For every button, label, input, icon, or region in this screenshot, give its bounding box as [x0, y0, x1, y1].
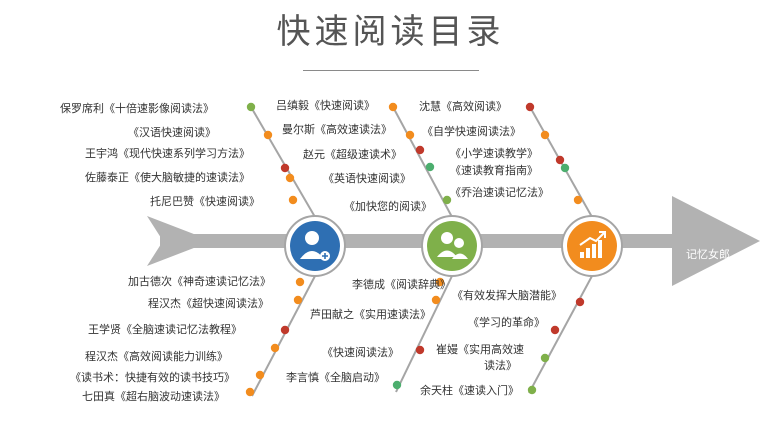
- bone-b3-bottom: [528, 275, 593, 394]
- branch-dot: [270, 343, 280, 353]
- branch-items: 保罗席利《十倍速影像阅读法》《汉语快速阅读》王宇鸿《现代快速系列学习方法》佐藤泰…: [60, 98, 585, 403]
- branch-dot: [431, 295, 441, 305]
- branch-label: 吕缜毅《快速阅读》: [276, 98, 375, 112]
- branch-label: 《英语快速阅读》: [323, 171, 411, 185]
- user-add-icon: [300, 231, 330, 261]
- branch-label: 李言慎《全脑启动》: [286, 370, 385, 384]
- branch-label: 《小学速读教学》: [450, 146, 538, 160]
- branch-label: 程汉杰《高效阅读能力训练》: [85, 349, 228, 363]
- logo-text: 记忆女郎: [686, 247, 730, 261]
- bone-b2-bottom: [395, 275, 453, 393]
- branch-label: 《加快您的阅读》: [344, 199, 432, 213]
- branch-label: 沈慧《高效阅读》: [419, 99, 507, 113]
- branch-label: 《自学快速阅读法》: [422, 124, 521, 138]
- branch-label: 李德成《阅读辞典》: [352, 277, 451, 291]
- branch-dot: [525, 102, 535, 112]
- branch-label: 赵元《超级速读术》: [303, 147, 402, 161]
- branch-dot: [392, 380, 402, 390]
- hub-3: [561, 215, 623, 277]
- branch-dot: [560, 163, 570, 173]
- branch-dot: [245, 387, 255, 397]
- branch-dot: [573, 195, 583, 205]
- branch-label: 《快速阅读法》: [322, 345, 399, 359]
- branch-dot: [285, 173, 295, 183]
- branch-dot: [295, 277, 305, 287]
- branch-dot: [405, 130, 415, 140]
- hub-2: [421, 215, 483, 277]
- branch-label: 加古德次《神奇速读记忆法》: [128, 274, 271, 288]
- branch-dot: [425, 162, 435, 172]
- branch-dot: [280, 163, 290, 173]
- user-group-icon: [437, 232, 468, 259]
- bar-chart-icon: [579, 231, 606, 258]
- title-underline: [303, 70, 479, 71]
- page-title: 快速阅读目录: [276, 12, 505, 52]
- branch-dot: [540, 353, 550, 363]
- branch-dot: [575, 297, 585, 307]
- branch-label: 读法》: [484, 358, 517, 372]
- branch-label: 余天柱《速读入门》: [420, 383, 519, 397]
- branch-label: 《学习的革命》: [468, 315, 545, 329]
- branch-dot: [255, 370, 265, 380]
- branch-dot: [288, 195, 298, 205]
- bone-b1-top: [250, 106, 316, 218]
- branch-label: 七田真《超右脑波动速读法》: [82, 389, 225, 403]
- branch-dot: [293, 295, 303, 305]
- bone-b2-top: [392, 106, 453, 218]
- branch-label: 《读书术：快捷有效的读书技巧》: [70, 370, 235, 384]
- branch-label: 《速读教育指南》: [450, 163, 538, 177]
- branch-dot: [540, 130, 550, 140]
- branch-dot: [415, 345, 425, 355]
- branch-label: 托尼巴赞《快速阅读》: [150, 194, 260, 208]
- branch-label: 王宇鸿《现代快速系列学习方法》: [85, 146, 250, 160]
- branch-label: 《有效发挥大脑潜能》: [452, 288, 562, 302]
- branch-dot: [442, 195, 452, 205]
- branch-label: 芦田献之《实用速读法》: [310, 307, 431, 321]
- branch-dot: [263, 130, 273, 140]
- branch-label: 佐藤泰正《使大脑敏捷的速读法》: [85, 170, 250, 184]
- branch-dot: [555, 155, 565, 165]
- branch-label: 保罗席利《十倍速影像阅读法》: [60, 101, 214, 115]
- branch-dot: [415, 145, 425, 155]
- branch-label: 崔嫚《实用高效速: [436, 342, 524, 356]
- hub-1: [284, 215, 346, 277]
- spine-head-arrow: [672, 196, 760, 286]
- branch-label: 《汉语快速阅读》: [128, 125, 216, 139]
- branch-dot: [246, 102, 256, 112]
- branch-label: 《乔治速读记忆法》: [450, 185, 549, 199]
- branch-label: 曼尔斯《高效速读法》: [282, 122, 392, 136]
- branch-dot: [527, 385, 537, 395]
- branch-dot: [435, 277, 445, 287]
- branch-dot: [388, 102, 398, 112]
- branch-label: 程汉杰《超快速阅读法》: [148, 296, 269, 310]
- branch-dot: [280, 325, 290, 335]
- branch-dot: [550, 325, 560, 335]
- branch-label: 王学贤《全脑速读记忆法教程》: [88, 322, 242, 336]
